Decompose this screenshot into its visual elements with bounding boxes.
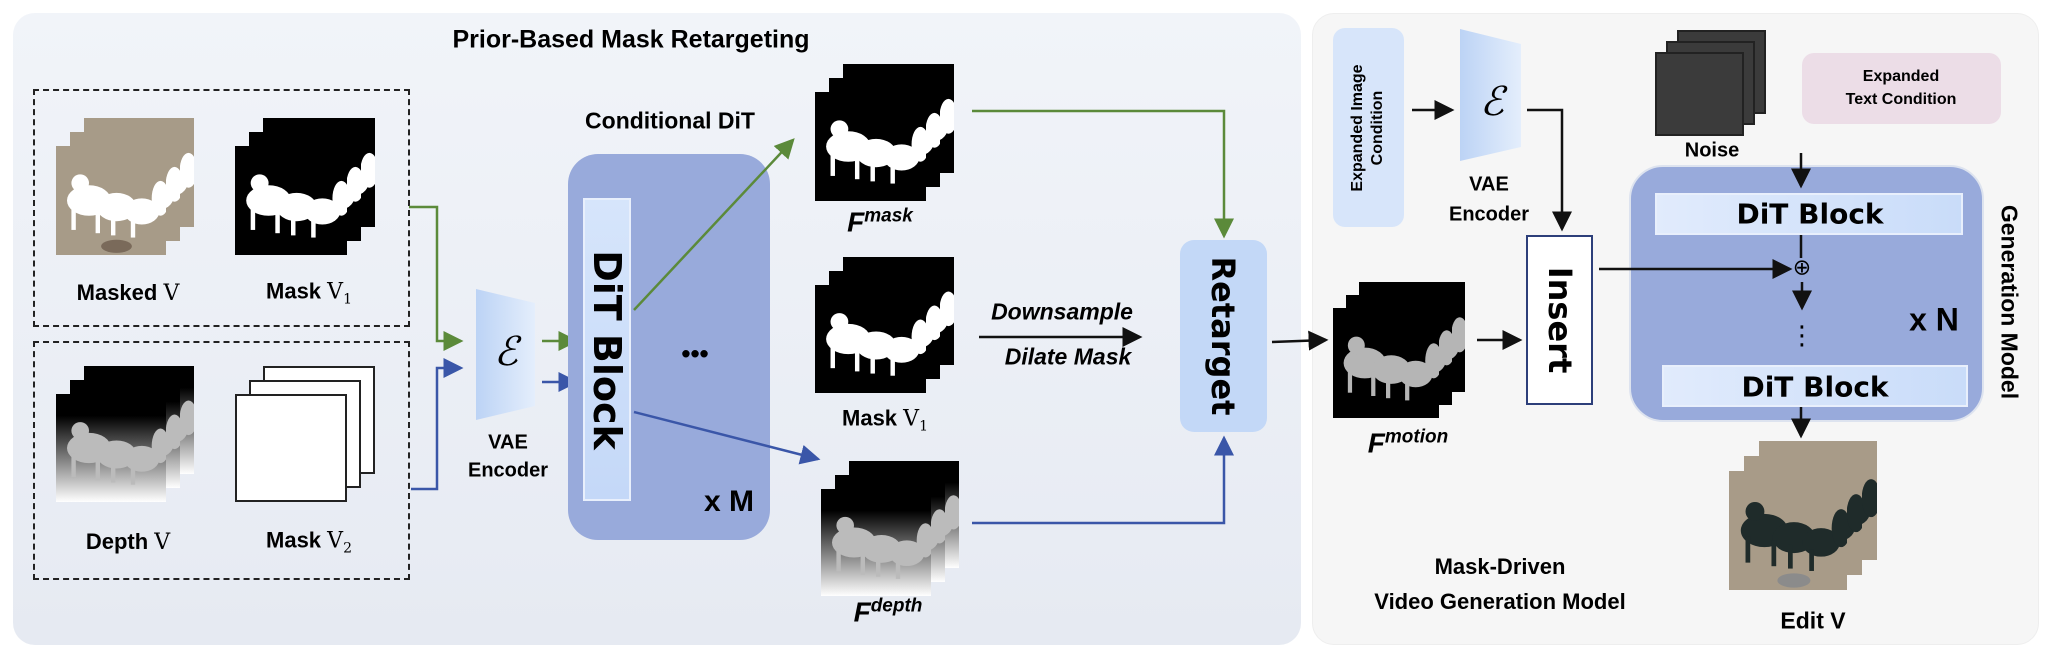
text-condition-box (1802, 53, 2001, 124)
video-frame (1729, 471, 1851, 590)
video-frame (1655, 52, 1744, 136)
retarget-box (1180, 240, 1267, 432)
left-encoder-symbol: ℰ (493, 329, 519, 375)
video-frame (815, 285, 930, 393)
green-arrow-to-retarget (972, 109, 1234, 239)
dit-block-top (1655, 193, 1963, 235)
text-condition-label-2: Text Condition (1845, 91, 1957, 108)
f-mask-frames (815, 64, 958, 201)
caption-line-2: Video Generation Model (1374, 589, 1626, 614)
dit-repeat-m: x M (703, 485, 755, 518)
dit-dots: ••• (681, 338, 709, 369)
video-frame (235, 394, 347, 502)
dit-block-bottom-label: DiT Block (1741, 370, 1889, 404)
f-motion-frames (1333, 282, 1469, 418)
video-frame (821, 489, 935, 596)
mask-v1-label: Mask V1 (266, 278, 352, 308)
right-encoder-trapezoid (1460, 29, 1521, 161)
right-encoder-label-2: Encoder (1448, 203, 1530, 226)
mask-v1-frames (235, 118, 379, 255)
green-arrow-input (409, 205, 464, 351)
video-frame (235, 146, 351, 255)
dit-block-top-label: DiT Block (1736, 197, 1884, 231)
conditional-dit-title: Conditional DiT (585, 107, 755, 134)
mask-v2-frames (235, 366, 375, 502)
f-motion-label: Fmotion (1367, 426, 1449, 459)
retarget-label: Retarget (1204, 256, 1242, 416)
left-encoder-label-2: Encoder (467, 459, 549, 482)
depth-v-label: Depth V (85, 529, 171, 555)
dit-block-bottom (1662, 365, 1968, 407)
downsample-label: Downsample (991, 298, 1133, 325)
mask-v1-mid-label: Mask V1 (842, 405, 928, 435)
f-depth-frames (821, 461, 963, 596)
depth-video-frames (56, 366, 198, 502)
insert-label: Insert (1541, 266, 1579, 374)
blue-arrow-to-fdepth (633, 410, 821, 465)
encoder-to-insert-arrow (1527, 108, 1572, 232)
right-encoder-symbol: ℰ (1479, 79, 1505, 125)
generation-model-label: Generation Model (1996, 204, 2023, 400)
mask-v1-dilated-frames (815, 257, 958, 393)
blue-arrow-input (411, 358, 464, 491)
image-condition-box (1333, 28, 1404, 227)
masked-v-label: Masked V (76, 280, 180, 306)
vertical-dots: ⋮ (1789, 321, 1815, 351)
text-condition-label-1: Expanded (1862, 68, 1940, 85)
video-frame (56, 394, 170, 502)
noise-frames (1655, 30, 1766, 136)
add-operator: ⊕ (1792, 255, 1812, 281)
depth-input-group (33, 341, 410, 580)
left-panel-title: Prior-Based Mask Retargeting (452, 25, 810, 54)
video-frame (56, 146, 170, 255)
dilate-mask-label: Dilate Mask (1004, 343, 1132, 370)
mask-v2-label: Mask V2 (266, 527, 352, 557)
noise-label: Noise (1684, 139, 1740, 162)
blue-arrow-to-retarget (972, 435, 1234, 525)
video-frame (1333, 308, 1443, 418)
left-encoder-label-1: VAE (488, 431, 528, 454)
edited-video-frames (1729, 441, 1881, 590)
left-encoder-trapezoid (476, 289, 535, 420)
dit-block-strip (583, 198, 631, 501)
repeat-n: x N (1909, 301, 1959, 338)
f-mask-label: Fmask (847, 205, 913, 238)
caption-line-1: Mask-Driven (1434, 554, 1566, 579)
dit-block-label: DiT Block (585, 250, 629, 450)
green-arrow-to-fmask (633, 138, 795, 311)
masked-video-frames (56, 118, 198, 255)
retarget-to-fmotion-arrow (1271, 330, 1329, 351)
video-frame (815, 92, 930, 201)
f-depth-label: Fdepth (853, 595, 923, 628)
insert-box (1526, 235, 1593, 405)
edit-v-label: Edit V (1780, 607, 1846, 634)
right-encoder-label-1: VAE (1469, 173, 1509, 196)
